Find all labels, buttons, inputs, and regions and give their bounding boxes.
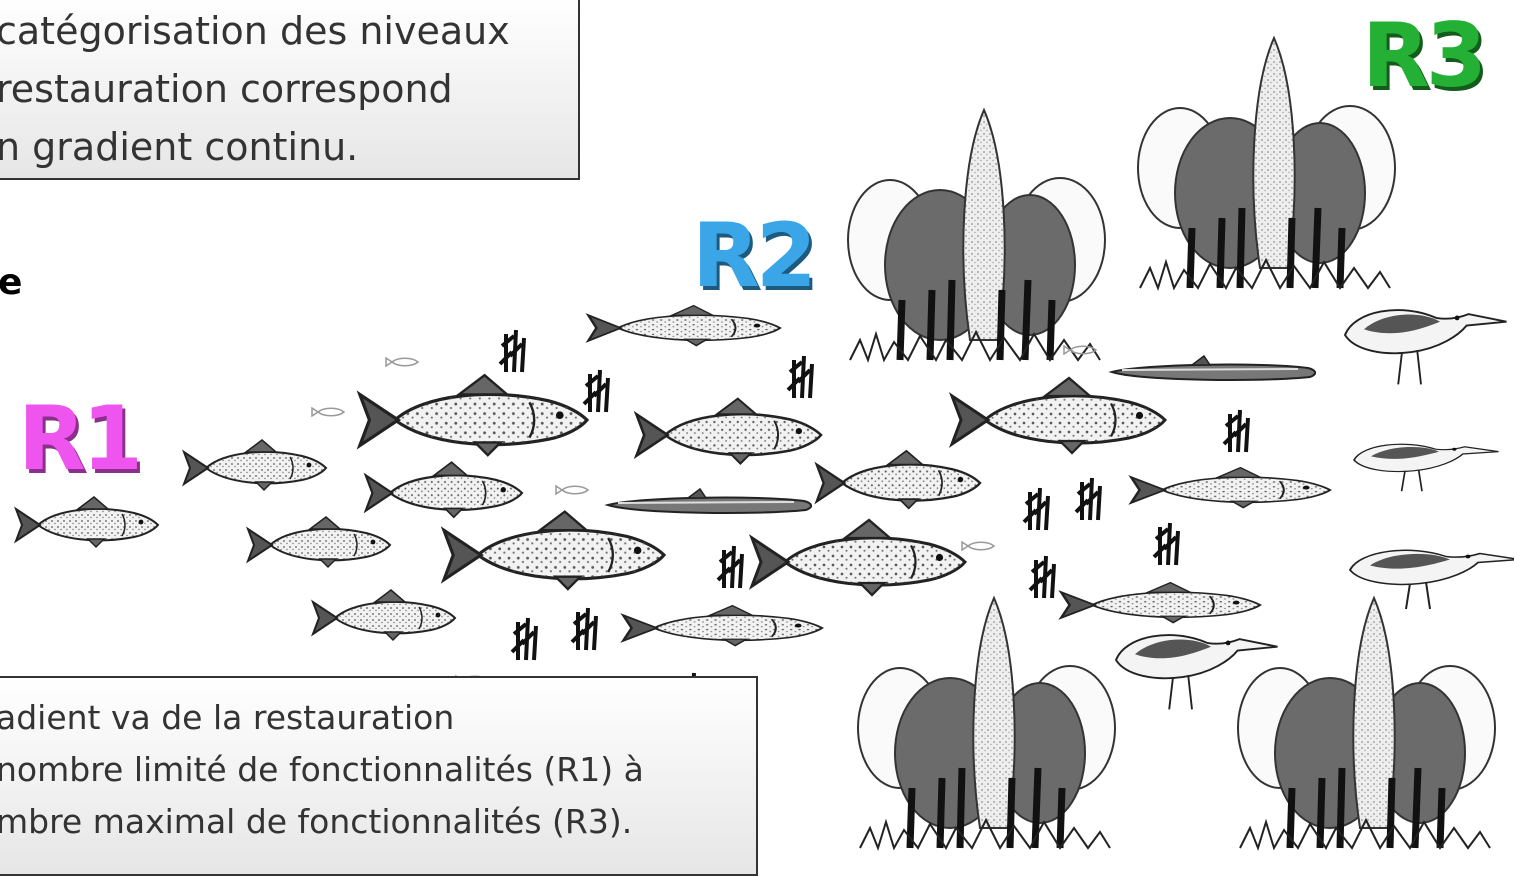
bottom-caption-line-2: nombre limité de fonctionnalités (R1) à — [0, 744, 756, 796]
label-r1: R1 — [18, 395, 139, 483]
side-letter: e — [0, 262, 22, 303]
top-caption-line-1: catégorisation des niveaux — [0, 2, 578, 60]
top-caption-line-2: restauration correspond — [0, 60, 578, 118]
top-caption-line-3: n gradient continu. — [0, 118, 578, 176]
bottom-caption-box: adient va de la restauration nombre limi… — [0, 676, 758, 876]
label-r2: R2 — [692, 212, 813, 300]
label-r3: R3 — [1362, 12, 1483, 100]
bottom-caption-line-1: adient va de la restauration — [0, 692, 756, 744]
top-caption-box: catégorisation des niveaux restauration … — [0, 0, 580, 180]
bottom-caption-line-3: mbre maximal de fonctionnalités (R3). — [0, 796, 756, 848]
